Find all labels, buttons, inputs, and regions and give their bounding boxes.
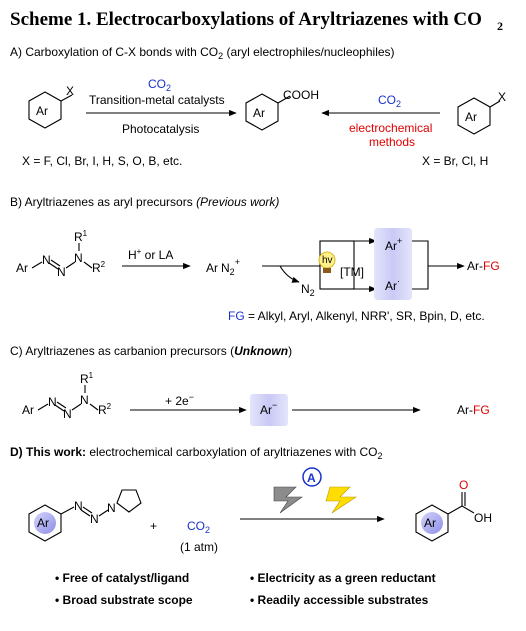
section-c: C) Aryltriazenes as carbanion precursors… [10, 344, 490, 426]
aryl-cation: Ar+ [385, 236, 402, 253]
aryl-halide-right: Ar X [457, 90, 506, 135]
lightbulb-icon: hv [318, 251, 336, 273]
co2-reagent: CO2 [187, 519, 210, 535]
svg-text:N: N [107, 501, 116, 515]
svg-text:N: N [42, 253, 51, 267]
acid-reagent: H+ or LA [128, 247, 173, 262]
ar-label: Ar [253, 106, 265, 120]
ar-fg-product: Ar-FG [467, 259, 500, 273]
aryl-carboxylic-acid-product: Ar O OH [415, 478, 492, 542]
pressure-label: (1 atm) [180, 540, 218, 554]
feature-green-reductant-text: • Electricity as a green reductant [250, 571, 436, 585]
photocatalysis-label: Photocatalysis [122, 122, 199, 136]
svg-text:A: A [307, 471, 316, 485]
svg-text:N: N [80, 393, 89, 407]
svg-text:Ar: Ar [16, 261, 28, 275]
ar-label: Ar [36, 104, 48, 118]
svg-text:N: N [90, 512, 99, 526]
scheme-title: Scheme 1. Electrocarboxylations of Arylt… [10, 9, 503, 33]
echem-label-2: methods [369, 135, 415, 149]
ar-label: Ar [424, 516, 436, 530]
n2-byproduct: N2 [301, 282, 315, 298]
x-label: X [498, 90, 506, 104]
cooh-label: COOH [283, 88, 319, 102]
svg-text:R1: R1 [80, 371, 94, 386]
triazene-structure: Ar N N N R1 R2 [22, 371, 112, 421]
aryl-halide-left: Ar X [28, 84, 74, 129]
section-b: B) Aryltriazenes as aryl precursors (Pre… [10, 195, 500, 323]
x-scope-right: X = Br, Cl, H [422, 154, 488, 168]
carbanion-box [250, 394, 288, 426]
svg-text:N: N [48, 395, 57, 409]
n2-loss-arrow [279, 265, 300, 283]
ar-fg-product: Ar-FG [457, 403, 490, 417]
carbonyl-o: O [459, 478, 468, 492]
svg-text:R2: R2 [98, 402, 112, 417]
echem-label-1: electrochemical [349, 121, 432, 135]
feature-catalyst-free-text: • Free of catalyst/ligand [55, 571, 189, 585]
feature-broad-scope-text: • Broad substrate scope [55, 593, 193, 607]
svg-text:N: N [57, 265, 66, 279]
section-b-heading: B) Aryltriazenes as aryl precursors (Pre… [10, 195, 279, 209]
intermediate-box [374, 228, 412, 300]
aryl-radical: Ar· [385, 276, 400, 293]
tm-label: [TM] [340, 265, 364, 279]
lightning-yellow-icon [325, 486, 357, 514]
svg-text:N: N [74, 499, 83, 513]
title-subscript: 2 [497, 19, 503, 33]
aryl-acid-center: Ar COOH [245, 88, 319, 131]
fg-scope: FG = Alkyl, Aryl, Alkenyl, NRR', SR, Bpi… [228, 309, 485, 323]
section-a-heading: A) Carboxylation of C-X bonds with CO2 (… [10, 45, 395, 61]
electron-reagent: + 2e− [165, 392, 194, 408]
svg-text:Ar: Ar [22, 403, 34, 417]
pathway-frame-right [412, 240, 429, 290]
aryl-anion: Ar− [260, 400, 277, 417]
aryltriazene-substrate: Ar N N N [28, 489, 142, 542]
tm-catalysts-label: Transition-metal catalysts [89, 93, 225, 107]
feature-accessible-substrates-text: • Readily accessible substrates [250, 593, 429, 607]
title-text: Scheme 1. Electrocarboxylations of Arylt… [10, 9, 482, 30]
section-a: A) Carboxylation of C-X bonds with CO2 (… [10, 45, 506, 168]
svg-text:N: N [63, 407, 72, 421]
svg-text:R1: R1 [74, 229, 88, 244]
ar-label: Ar [465, 110, 477, 124]
co2-reagent-top: 2CO2 [148, 77, 171, 93]
plus-sign: + [150, 519, 157, 533]
hv-label: hv [322, 255, 333, 266]
section-d-heading: D) This work: electrochemical carboxylat… [10, 445, 382, 461]
section-d: D) This work: electrochemical carboxylat… [10, 445, 492, 607]
triazene-structure: Ar N N N R1 R2 [16, 229, 106, 279]
svg-text:N: N [74, 251, 83, 265]
lightning-gray-icon [273, 486, 303, 514]
co2-reagent-right: CO2 [378, 93, 401, 109]
hydroxyl-oh: OH [474, 511, 492, 525]
pyrrolidine-ring [116, 489, 142, 513]
x-scope-left: X = F, Cl, Br, I, H, S, O, B, etc. [22, 154, 182, 168]
anode-a-icon: A [302, 467, 322, 487]
x-label: X [66, 84, 74, 98]
svg-text:R2: R2 [92, 260, 106, 275]
section-c-heading: C) Aryltriazenes as carbanion precursors… [10, 344, 292, 358]
ar-label: Ar [37, 516, 49, 530]
